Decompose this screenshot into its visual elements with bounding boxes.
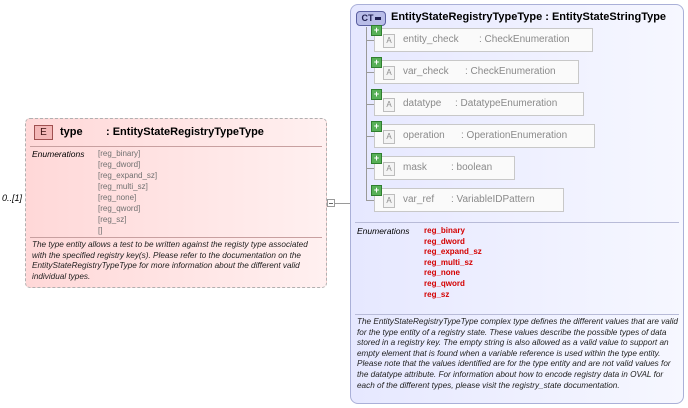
attribute-branch <box>366 104 378 105</box>
attribute-datatype[interactable]: + A datatype : DatatypeEnumeration <box>371 89 584 116</box>
attribute-var-ref[interactable]: + A var_ref : VariableIDPattern <box>371 185 564 212</box>
attribute-type: : DatatypeEnumeration <box>455 98 558 109</box>
element-header: E type : EntityStateRegistryTypeType <box>26 119 326 143</box>
element-name: type <box>60 126 83 138</box>
attribute-badge-icon: A <box>383 34 395 48</box>
element-enum-item: [reg_expand_sz] <box>98 171 158 180</box>
attribute-branch <box>366 72 378 73</box>
element-enum-item: [] <box>98 226 103 235</box>
collapse-toggle-icon[interactable] <box>327 199 335 207</box>
complex-type-enum-item: reg_sz <box>424 289 450 299</box>
element-type: : EntityStateRegistryTypeType <box>106 126 264 138</box>
attribute-badge-icon: A <box>383 98 395 112</box>
attribute-type: : VariableIDPattern <box>451 194 535 205</box>
element-enum-item: [reg_multi_sz] <box>98 182 148 191</box>
attribute-branch <box>366 200 378 201</box>
attribute-badge-icon: A <box>383 194 395 208</box>
occurrence-label: 0..[1] <box>2 193 23 203</box>
attribute-operation[interactable]: + A operation : OperationEnumeration <box>371 121 595 148</box>
complex-type-badge-icon: CT <box>356 11 386 26</box>
complex-type-enumerations-list: reg_binary reg_dword reg_expand_sz reg_m… <box>424 226 482 300</box>
expand-plus-icon[interactable]: + <box>371 57 382 68</box>
element-description: The type entity allows a test to be writ… <box>32 240 308 281</box>
complex-type-enum-item: reg_multi_sz <box>424 257 473 267</box>
attribute-branch <box>366 168 378 169</box>
attribute-entity-check[interactable]: + A entity_check : CheckEnumeration <box>371 25 593 52</box>
expand-plus-icon[interactable]: + <box>371 89 382 100</box>
attribute-type: : OperationEnumeration <box>461 130 568 141</box>
complex-type-enum-item: reg_binary <box>424 226 465 235</box>
element-badge-icon: E <box>34 125 53 140</box>
attribute-type: : CheckEnumeration <box>465 66 556 77</box>
complex-type-enumerations-label: Enumerations <box>357 226 410 236</box>
expand-plus-icon[interactable]: + <box>371 153 382 164</box>
attribute-name: mask <box>403 162 427 173</box>
element-enumerations-list: [reg_binary] [reg_dword] [reg_expand_sz]… <box>98 148 157 236</box>
complex-type-divider-2 <box>355 314 679 315</box>
element-enumerations-label: Enumerations <box>32 149 85 159</box>
complex-type-enum-item: reg_qword <box>424 278 465 288</box>
attribute-branch <box>366 40 378 41</box>
attribute-type: : boolean <box>451 162 493 173</box>
complex-type-enum-item: reg_expand_sz <box>424 247 482 257</box>
attribute-name: operation <box>403 130 445 141</box>
element-enum-item: [reg_binary] <box>98 149 141 158</box>
attribute-var-check[interactable]: + A var_check : CheckEnumeration <box>371 57 579 84</box>
element-enum-item: [reg_dword] <box>98 160 141 169</box>
attribute-badge-icon: A <box>383 162 395 176</box>
attribute-name: datatype <box>403 98 442 109</box>
complex-type-name: EntityStateRegistryTypeType : EntityStat… <box>391 11 667 23</box>
complex-type-description: The EntityStateRegistryTypeType complex … <box>357 317 678 390</box>
complex-type-node[interactable]: CT EntityStateRegistryTypeType : EntityS… <box>350 4 684 404</box>
complex-type-enum-item: reg_none <box>424 268 461 278</box>
attribute-badge-icon: A <box>383 130 395 144</box>
attribute-mask[interactable]: + A mask : boolean <box>371 153 515 180</box>
connector-line-h2 <box>335 203 350 204</box>
attribute-name: var_ref <box>403 194 435 205</box>
element-enum-divider <box>30 237 322 238</box>
attribute-badge-icon: A <box>383 66 395 80</box>
complex-type-divider-1 <box>355 222 679 223</box>
attribute-branch <box>366 136 378 137</box>
attribute-name: entity_check <box>403 34 459 45</box>
attribute-name: var_check <box>403 66 449 77</box>
expand-plus-icon[interactable]: + <box>371 25 382 36</box>
expand-plus-icon[interactable]: + <box>371 185 382 196</box>
attribute-tree-line <box>366 27 367 201</box>
element-enum-item: [reg_sz] <box>98 215 127 224</box>
element-node-type[interactable]: E type : EntityStateRegistryTypeType Enu… <box>25 118 327 288</box>
element-enum-item: [reg_none] <box>98 193 137 202</box>
attribute-type: : CheckEnumeration <box>479 34 570 45</box>
element-enum-item: [reg_qword] <box>98 204 141 213</box>
expand-plus-icon[interactable]: + <box>371 121 382 132</box>
element-header-divider <box>30 146 322 147</box>
complex-type-enum-item: reg_dword <box>424 236 465 246</box>
